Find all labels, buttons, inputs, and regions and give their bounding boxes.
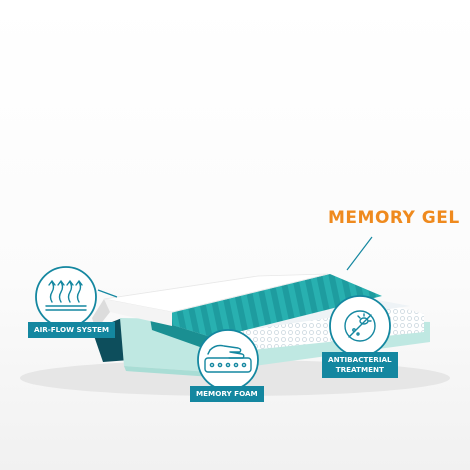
memory-foam-label: MEMORY FOAM [190,386,264,402]
top-comfort-layer [103,273,329,313]
antibacterial-label: ANTIBACTERIAL TREATMENT [322,352,398,378]
airflow-badge [35,266,97,328]
memory-foam-badge [197,329,259,391]
antibacterial-label-line1: ANTIBACTERIAL [328,355,392,364]
gel-layer-front [150,318,214,352]
memory-gel-pointer [346,236,373,271]
antibacterial-badge [329,295,391,357]
airflow-arrows-icon [45,279,87,311]
airflow-label: AIR-FLOW SYSTEM [28,322,116,338]
airflow-pointer [97,289,118,298]
no-bacteria-icon [344,310,376,342]
antibacterial-label-line2: TREATMENT [335,365,384,374]
top-layer-front [104,299,172,326]
gel-layer [150,274,382,338]
memory-gel-headline: MEMORY GEL [328,208,460,228]
hand-on-foam-icon [204,344,252,373]
base-foam-highlight [124,366,212,377]
